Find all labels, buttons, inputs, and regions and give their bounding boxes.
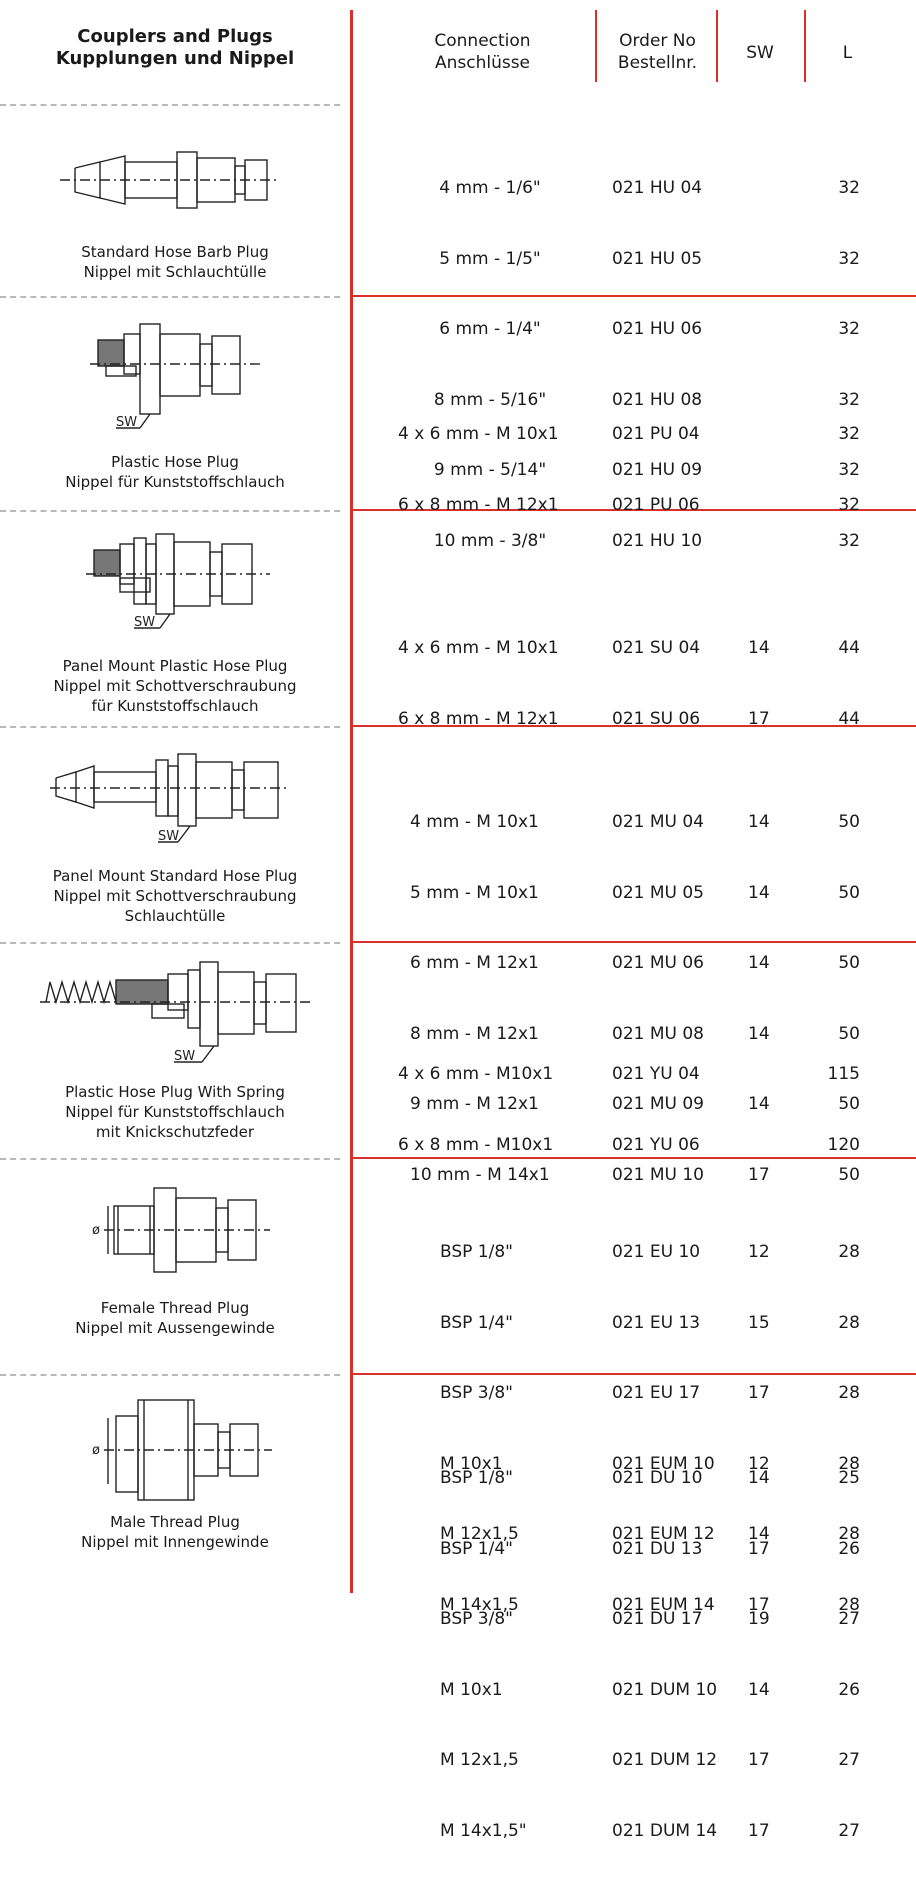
order-column: 021 HU 04 021 HU 05 021 HU 06 021 HU 08 … [612,178,703,551]
panel-mount-plastic-plug-caption: Panel Mount Plastic Hose Plug Nippel mit… [53,657,297,715]
header-separator [595,10,597,82]
connection-column: 4 mm - 1/6" 5 mm - 1/5" 6 mm - 1/4" 8 mm… [433,178,547,551]
panel-mount-plastic-plug-drawing: SW [20,528,330,648]
row-divider [352,509,916,511]
title-english: Couplers and Plugs [77,26,273,47]
female-thread-plug-drawing: ø [20,1180,330,1280]
catalog-page: Couplers and Plugs Kupplungen und Nippel… [0,10,916,1841]
order-column: 021 YU 04 021 YU 06 [612,1064,700,1155]
header-sw: SW [746,43,774,63]
row-divider [352,725,916,727]
connection-column: BSP 1/8" BSP 1/4" BSP 3/8" M 10x1 M 12x1… [440,1468,527,1841]
row-divider [0,1374,340,1376]
connection-column: 4 x 6 mm - M 10x1 6 x 8 mm - M 12x1 [398,638,559,729]
plastic-hose-plug-drawing: SW [20,318,330,438]
connection-column: BSP 1/8" BSP 1/4" BSP 3/8" M 10x1 M 12x1… [440,1242,519,1615]
order-column: 021 EU 10 021 EU 13 021 EU 17 021 EUM 10… [612,1242,715,1615]
row-divider [0,510,340,512]
row-divider [352,295,916,297]
header-separator [804,10,806,82]
order-column: 021 SU 04 021 SU 06 [612,638,701,729]
female-thread-plug-caption: Female Thread Plug Nippel mit Aussengewi… [75,1299,275,1337]
connection-column: 4 x 6 mm - M 10x1 6 x 8 mm - M 12x1 [398,424,559,515]
row-divider [0,942,340,944]
header-order-en: Order No [619,31,696,51]
length-column: 115 120 [827,1064,860,1155]
header-separator [716,10,718,82]
row-divider [0,104,340,106]
order-column: 021 MU 04 021 MU 05 021 MU 06 021 MU 08 … [612,812,704,1185]
sw-label: SW [174,1049,195,1064]
length-column: 32 32 [838,424,860,515]
length-column: 50 50 50 50 50 50 [838,812,860,1185]
header-l: L [842,43,853,63]
hose-barb-plug-caption: Standard Hose Barb Plug Nippel mit Schla… [81,243,269,281]
sw-column: 14 17 19 14 17 17 [748,1468,770,1841]
spring-hose-plug-drawing: SW [20,956,330,1076]
male-thread-plug-drawing: ø [20,1396,330,1506]
column-divider [350,10,353,1593]
plastic-hose-plug-caption: Plastic Hose Plug Nippel für Kunststoffs… [65,453,285,491]
sw-label: SW [116,415,137,430]
connection-column: 4 mm - M 10x1 5 mm - M 10x1 6 mm - M 12x… [410,812,550,1185]
length-column: 44 44 [838,638,860,729]
header-order-no: Order No Bestellnr. [600,30,715,74]
title-german: Kupplungen und Nippel [55,48,295,69]
header-connection-en: Connection [434,31,531,51]
svg-text:ø: ø [92,1443,100,1458]
row-divider [352,941,916,943]
header-order-de: Bestellnr. [617,53,698,73]
row-divider [352,1373,916,1375]
order-column: 021 PU 04 021 PU 06 [612,424,700,515]
section-title: Couplers and Plugs Kupplungen und Nippel [0,26,350,70]
spring-hose-plug-caption: Plastic Hose Plug With Spring Nippel für… [65,1083,285,1141]
row-divider [0,296,340,298]
hose-barb-plug-drawing [20,140,330,220]
order-column: 021 DU 10 021 DU 13 021 DU 17 021 DUM 10… [612,1468,718,1841]
sw-column: 14 17 [748,638,770,729]
row-divider [0,726,340,728]
panel-mount-hose-plug-drawing: SW [20,744,330,859]
sw-label: SW [158,829,179,844]
connection-column: 4 x 6 mm - M10x1 6 x 8 mm - M10x1 [398,1064,554,1155]
row-divider [352,1157,916,1159]
row-divider [0,1158,340,1160]
sw-column: 14 14 14 14 14 17 [748,812,770,1185]
sw-label: SW [134,615,155,630]
svg-text:ø: ø [92,1223,100,1238]
male-thread-plug-caption: Male Thread Plug Nippel mit Innengewinde [81,1513,269,1551]
length-column: 32 32 32 32 32 32 [838,178,860,551]
panel-mount-hose-plug-caption: Panel Mount Standard Hose Plug Nippel mi… [52,867,298,925]
header-connection: Connection Anschlüsse [400,30,565,74]
length-column: 25 26 27 26 27 27 [838,1468,860,1841]
header-connection-de: Anschlüsse [434,53,531,73]
